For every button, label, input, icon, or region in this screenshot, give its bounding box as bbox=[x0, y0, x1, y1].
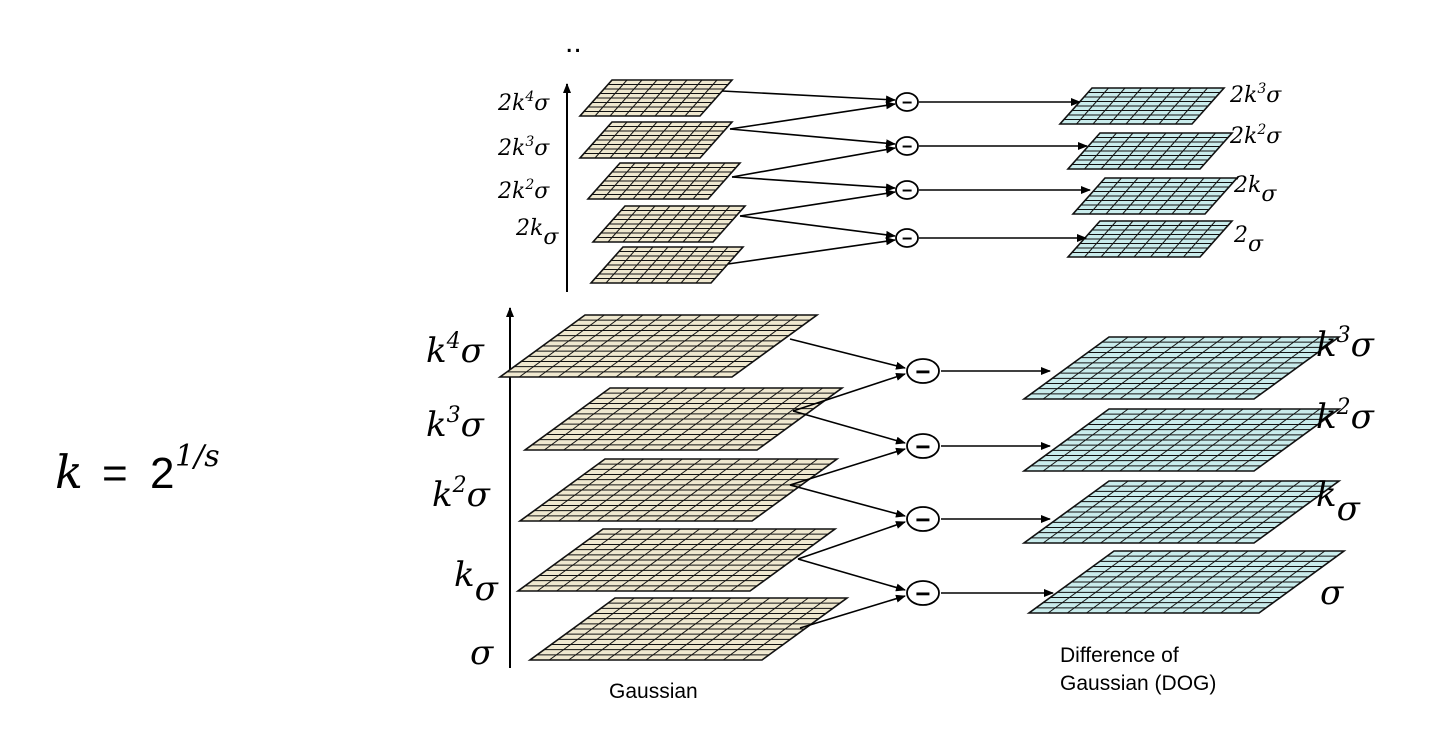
bottom-minus-node: − bbox=[906, 431, 940, 461]
top-gaussian-to-minus-arrow bbox=[731, 145, 896, 178]
top-gaussian-to-minus-arrow bbox=[727, 237, 896, 265]
top-dog-scale-labels: 2k3σ 2k2σ 2kσ 2σ bbox=[1229, 81, 1282, 257]
top-gaussian-to-minus-arrow bbox=[731, 176, 896, 192]
top-dog-scale-label: 2k3σ bbox=[1229, 81, 1282, 108]
bottom-gaussian-layer bbox=[522, 387, 845, 451]
top-gaussian-scale-label: 2kσ bbox=[515, 216, 559, 250]
top-gaussian-to-minus-arrow bbox=[739, 215, 896, 239]
bottom-gaussian-to-minus-arrow bbox=[792, 410, 906, 445]
bottom-dog-layer bbox=[1021, 480, 1342, 544]
svg-text:−: − bbox=[915, 356, 930, 386]
top-minus-node: − bbox=[895, 136, 919, 156]
subtraction-nodes: − − − − − − − − bbox=[895, 92, 940, 608]
bottom-dog-layer bbox=[1021, 336, 1342, 400]
top-gaussian-scale-label: 2k3σ bbox=[497, 134, 550, 161]
svg-text:−: − bbox=[902, 92, 913, 112]
bottom-minus-node: − bbox=[906, 578, 940, 608]
top-dog-layer bbox=[1071, 177, 1239, 215]
top-gaussian-scale-label: 2k4σ bbox=[497, 89, 550, 116]
svg-text:−: − bbox=[902, 180, 913, 200]
formula: k = 2 1/s bbox=[55, 439, 220, 499]
top-dog-scale-label: 2σ bbox=[1233, 223, 1264, 257]
top-gaussian-to-minus-arrow bbox=[739, 189, 896, 217]
top-gaussian-to-minus-arrow bbox=[721, 90, 896, 104]
top-gaussian-to-minus-arrow bbox=[729, 101, 896, 130]
bottom-gaussian-to-minus-arrow bbox=[792, 373, 906, 412]
top-gaussian-scale-label: 2k2σ bbox=[497, 177, 550, 204]
top-gaussian-layer bbox=[578, 121, 734, 159]
bottom-minus-node: − bbox=[906, 504, 940, 534]
arrows bbox=[721, 90, 1091, 629]
bottom-gaussian-layer bbox=[497, 314, 820, 378]
image-layers bbox=[497, 79, 1347, 661]
bottom-dog-scale-label: σ bbox=[1320, 573, 1344, 613]
svg-text:−: − bbox=[915, 578, 930, 608]
top-dog-layer bbox=[1066, 220, 1234, 258]
bottom-gaussian-to-minus-arrow bbox=[797, 558, 906, 592]
svg-text:−: − bbox=[902, 228, 913, 248]
top-minus-node: − bbox=[895, 180, 919, 200]
bottom-gaussian-scale-label: k2σ bbox=[432, 473, 491, 515]
dog-caption-line2: Gaussian (DOG) bbox=[1060, 672, 1216, 695]
bottom-gaussian-to-minus-arrow bbox=[789, 484, 906, 518]
formula-base: 2 bbox=[150, 449, 174, 498]
svg-text:−: − bbox=[915, 504, 930, 534]
top-gaussian-layer bbox=[586, 162, 742, 200]
bottom-gaussian-layer bbox=[527, 597, 850, 661]
bottom-dog-scale-label: kσ bbox=[1316, 475, 1361, 529]
formula-exponent: 1/s bbox=[175, 439, 220, 474]
top-gaussian-layer bbox=[589, 246, 745, 284]
dog-caption-line1: Difference of bbox=[1060, 644, 1179, 667]
bottom-gaussian-scale-labels: k4σ k3σ k2σ kσ σ bbox=[426, 329, 499, 673]
formula-lhs: k bbox=[55, 445, 83, 499]
top-dog-layer bbox=[1066, 132, 1234, 170]
bottom-dog-layer bbox=[1021, 408, 1342, 472]
bottom-minus-node: − bbox=[906, 356, 940, 386]
top-gaussian-scale-labels: 2k4σ 2k3σ 2k2σ 2kσ bbox=[497, 89, 559, 250]
bottom-gaussian-layer bbox=[515, 528, 838, 592]
bottom-gaussian-to-minus-arrow bbox=[789, 338, 906, 370]
gaussian-caption: Gaussian bbox=[609, 680, 698, 703]
bottom-gaussian-scale-label: σ bbox=[470, 633, 494, 673]
bottom-gaussian-scale-label: k4σ bbox=[426, 329, 485, 371]
bottom-dog-scale-label: k3σ bbox=[1316, 323, 1375, 365]
bottom-gaussian-layer bbox=[517, 458, 840, 522]
svg-text:−: − bbox=[915, 431, 930, 461]
bottom-gaussian-scale-label: k3σ bbox=[426, 403, 485, 445]
top-dog-scale-label: 2kσ bbox=[1233, 173, 1277, 207]
top-dog-scale-label: 2k2σ bbox=[1229, 122, 1282, 149]
bottom-gaussian-scale-label: kσ bbox=[454, 555, 499, 609]
top-gaussian-layer bbox=[591, 205, 747, 243]
top-gaussian-layer bbox=[578, 79, 734, 117]
bottom-dog-scale-label: k2σ bbox=[1316, 395, 1375, 437]
formula-equals: = bbox=[102, 449, 128, 498]
bottom-gaussian-to-minus-arrow bbox=[797, 521, 906, 560]
bottom-gaussian-to-minus-arrow bbox=[789, 447, 906, 486]
bottom-dog-scale-labels: k3σ k2σ kσ σ bbox=[1316, 323, 1375, 613]
top-dog-layer bbox=[1058, 87, 1226, 125]
bottom-dog-layer bbox=[1026, 550, 1347, 614]
top-minus-node: − bbox=[895, 92, 919, 112]
bottom-gaussian-to-minus-arrow bbox=[799, 594, 906, 629]
top-minus-node: − bbox=[895, 228, 919, 248]
ellipsis: .. bbox=[565, 26, 582, 59]
svg-text:−: − bbox=[902, 136, 913, 156]
top-gaussian-to-minus-arrow bbox=[729, 128, 896, 148]
